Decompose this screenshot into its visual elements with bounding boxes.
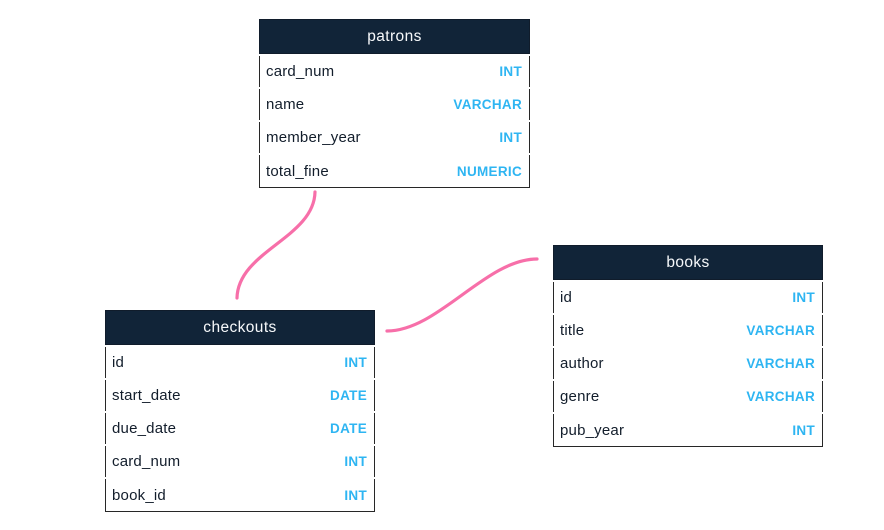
table-patrons: patrons card_num INT name VARCHAR member… bbox=[259, 19, 530, 188]
column-type: INT bbox=[344, 355, 367, 370]
column-name: author bbox=[560, 355, 604, 372]
table-row-patrons-name: name VARCHAR bbox=[259, 89, 530, 120]
table-row-checkouts-id: id INT bbox=[105, 347, 375, 378]
table-row-checkouts-start_date: start_date DATE bbox=[105, 380, 375, 411]
column-type: INT bbox=[792, 422, 815, 438]
table-row-checkouts-due_date: due_date DATE bbox=[105, 413, 375, 444]
column-type: VARCHAR bbox=[746, 323, 815, 338]
table-books: books id INT title VARCHAR author VARCHA… bbox=[553, 245, 823, 447]
column-type: INT bbox=[344, 454, 367, 469]
column-name: member_year bbox=[266, 129, 361, 146]
table-books-title: books bbox=[666, 253, 710, 271]
table-checkouts-title: checkouts bbox=[203, 318, 277, 336]
column-type: DATE bbox=[330, 388, 367, 403]
table-row-books-title: title VARCHAR bbox=[553, 315, 823, 346]
column-name: id bbox=[560, 289, 573, 306]
column-name: total_fine bbox=[266, 162, 329, 180]
column-name: start_date bbox=[112, 387, 181, 404]
column-type: VARCHAR bbox=[453, 97, 522, 112]
table-row-patrons-member_year: member_year INT bbox=[259, 122, 530, 153]
column-name: genre bbox=[560, 388, 600, 405]
column-name: pub_year bbox=[560, 421, 625, 439]
column-name: card_num bbox=[266, 63, 335, 80]
table-books-header: books bbox=[553, 245, 823, 280]
column-type: INT bbox=[499, 130, 522, 145]
column-type: INT bbox=[344, 487, 367, 503]
column-name: name bbox=[266, 96, 305, 113]
column-type: VARCHAR bbox=[746, 389, 815, 404]
table-row-checkouts-book_id: book_id INT bbox=[105, 479, 375, 512]
table-row-books-pub_year: pub_year INT bbox=[553, 414, 823, 447]
column-type: DATE bbox=[330, 421, 367, 436]
table-checkouts-header: checkouts bbox=[105, 310, 375, 345]
table-row-books-genre: genre VARCHAR bbox=[553, 381, 823, 412]
table-patrons-header: patrons bbox=[259, 19, 530, 54]
relationship-line-checkouts-books bbox=[385, 257, 539, 333]
column-type: INT bbox=[792, 290, 815, 305]
table-checkouts: checkouts id INT start_date DATE due_dat… bbox=[105, 310, 375, 512]
column-type: NUMERIC bbox=[456, 163, 522, 179]
column-name: due_date bbox=[112, 420, 177, 437]
column-type: VARCHAR bbox=[746, 356, 815, 371]
table-row-checkouts-card_num: card_num INT bbox=[105, 446, 375, 477]
table-patrons-title: patrons bbox=[367, 27, 422, 45]
column-name: title bbox=[560, 322, 585, 339]
column-name: card_num bbox=[112, 453, 181, 470]
table-row-patrons-total_fine: total_fine NUMERIC bbox=[259, 155, 530, 188]
column-name: book_id bbox=[112, 486, 166, 504]
relationship-line-patrons-checkouts bbox=[235, 190, 317, 300]
column-type: INT bbox=[499, 64, 522, 79]
table-row-books-id: id INT bbox=[553, 282, 823, 313]
column-name: id bbox=[112, 354, 125, 371]
table-row-books-author: author VARCHAR bbox=[553, 348, 823, 379]
table-row-patrons-card_num: card_num INT bbox=[259, 56, 530, 87]
